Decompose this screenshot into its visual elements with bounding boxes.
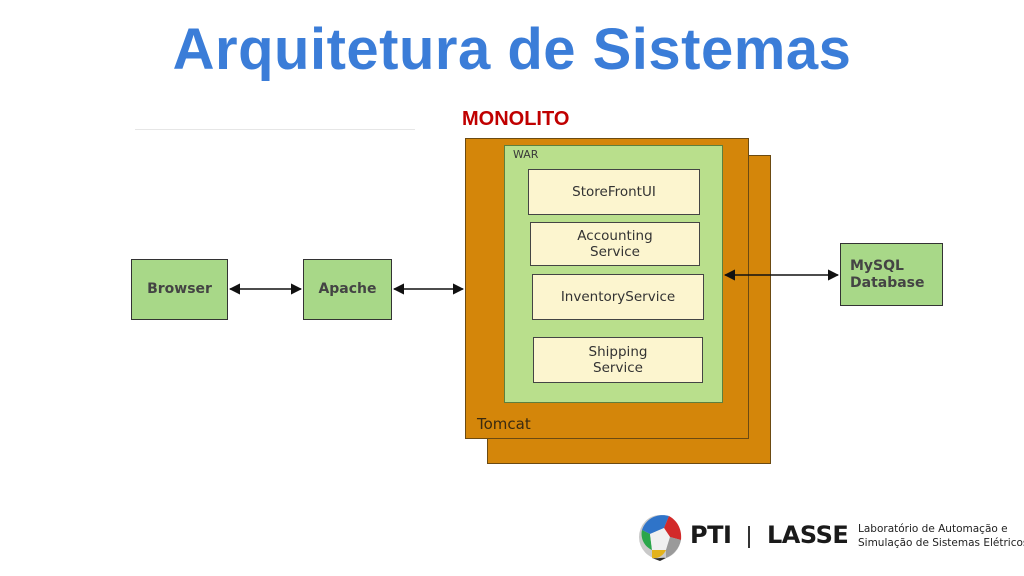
slide-title: Arquitetura de Sistemas (172, 17, 852, 82)
service-shipping: Shipping Service (533, 337, 703, 383)
service-storefront-ui: StoreFrontUI (528, 169, 700, 215)
logo-tagline-line2: Simulação de Sistemas Elétricos (858, 537, 1024, 549)
logo-pti-text: PTI (690, 521, 732, 549)
diagram-subtitle: MONOLITO (462, 108, 570, 130)
war-label: WAR (513, 148, 539, 161)
service-inventory: InventoryService (532, 274, 704, 320)
logo-separator (748, 526, 750, 548)
pti-lasse-logo: PTI LASSE Laboratório de Automação e Sim… (633, 508, 1024, 566)
node-browser: Browser (131, 259, 228, 320)
node-apache: Apache (303, 259, 392, 320)
logo-tagline-line1: Laboratório de Automação e (858, 523, 1008, 535)
faint-rule-left (135, 129, 415, 130)
logo-tagline: Laboratório de Automação e Simulação de … (858, 522, 1024, 550)
logo-lasse-text: LASSE (767, 521, 849, 549)
node-mysql-database: MySQL Database (840, 243, 943, 306)
service-accounting: Accounting Service (530, 222, 700, 266)
tomcat-label: Tomcat (477, 415, 531, 433)
globe-icon (639, 515, 682, 561)
